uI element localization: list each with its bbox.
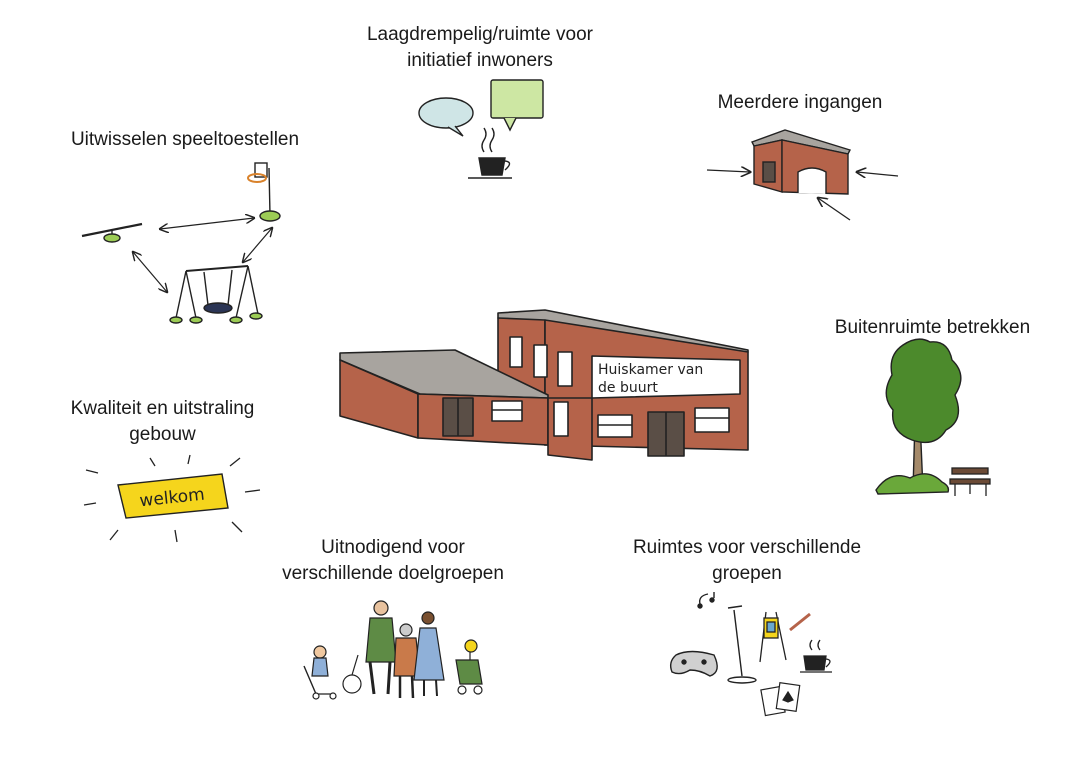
label-group-rooms-line1: Ruimtes voor verschillende	[632, 537, 862, 558]
play-equipment-icon	[81, 162, 281, 324]
label-quality-line1: Kwaliteit en uitstraling	[70, 398, 255, 419]
label-target-groups-line2: verschillende doelgroepen	[282, 563, 504, 584]
label-play-equipment: Uitwisselen speeltoestellen	[50, 127, 320, 153]
bench-icon	[949, 467, 991, 496]
label-entrances-line1: Meerdere ingangen	[717, 92, 883, 113]
label-target-groups-line1: Uitnodigend voor	[321, 537, 465, 558]
welcome-sign-icon	[117, 473, 229, 519]
label-outdoor-line1: Buitenruimte betrekken	[834, 317, 1031, 338]
coffee-cup-icon	[468, 127, 512, 179]
building-sign-line1: Huiskamer van	[598, 362, 703, 378]
easel-icon	[759, 611, 811, 663]
label-target-groups: Uitnodigend voor verschillende doelgroep…	[268, 535, 518, 587]
label-entry-threshold: Laagdrempelig/ruimte voor initiatief inw…	[330, 22, 630, 74]
playing-cards-icon	[760, 682, 801, 717]
tree-icon	[875, 338, 962, 495]
label-entrances: Meerdere ingangen	[700, 90, 900, 116]
exchange-arrows	[133, 218, 272, 292]
label-entry-threshold-line1: Laagdrempelig/ruimte voor	[366, 24, 593, 45]
label-group-rooms-line2: groepen	[712, 563, 782, 584]
people-group-icon	[303, 600, 483, 700]
community-center-building	[339, 309, 749, 461]
label-entry-threshold-line2: initiatief inwoners	[407, 50, 553, 71]
label-quality: Kwaliteit en uitstraling gebouw	[50, 396, 275, 448]
speech-bubbles-icon	[418, 79, 544, 137]
microphone-icon	[697, 592, 757, 684]
building-sign-line2: de buurt	[598, 380, 658, 396]
shine-lines	[83, 454, 261, 543]
label-outdoor: Buitenruimte betrekken	[815, 315, 1050, 341]
entrance-arrows	[706, 170, 899, 221]
label-group-rooms: Ruimtes voor verschillende groepen	[612, 535, 882, 587]
gamepad-icon	[669, 650, 718, 677]
label-play-equipment-line1: Uitwisselen speeltoestellen	[70, 129, 300, 150]
label-quality-line2: gebouw	[129, 424, 196, 445]
small-building-icon	[751, 129, 851, 195]
coffee-icon	[800, 639, 832, 673]
